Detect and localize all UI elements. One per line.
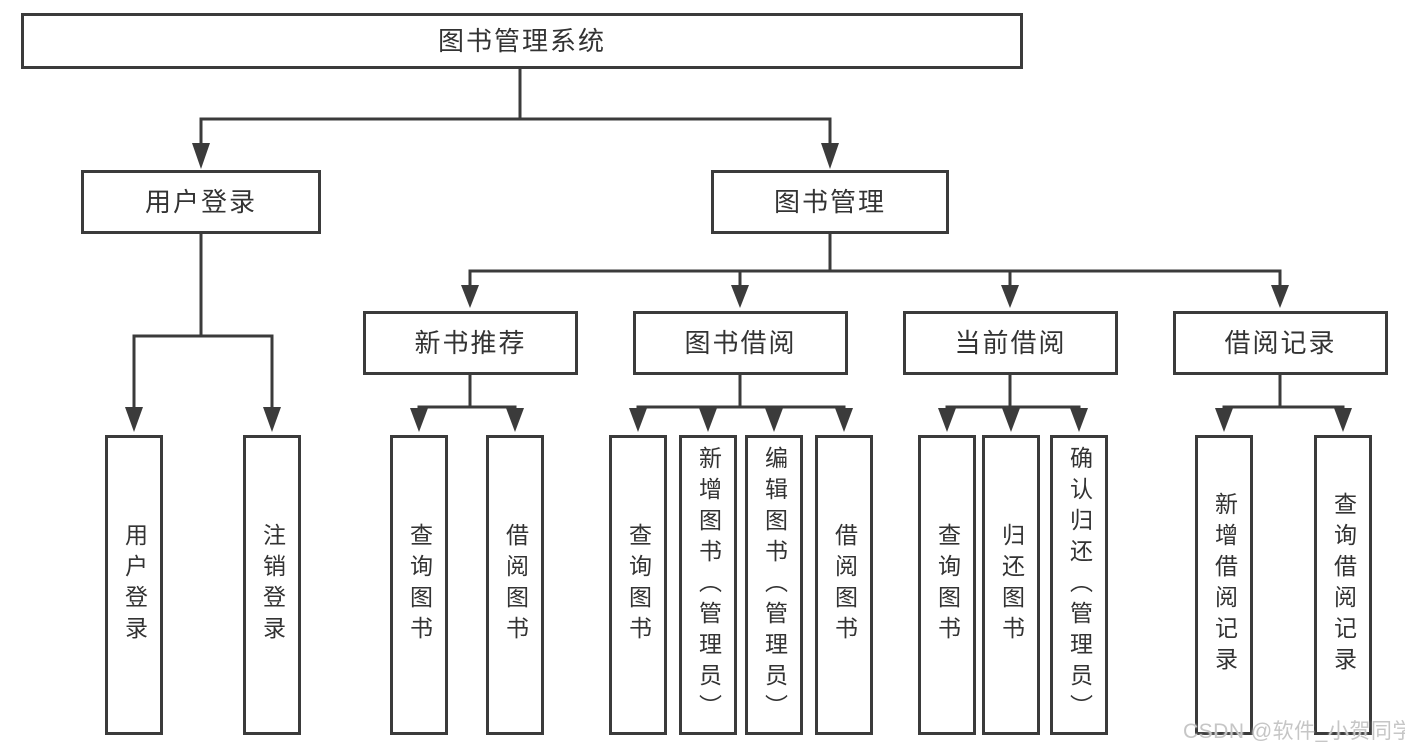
connector-current-borrow-children xyxy=(945,375,1081,411)
connector-book-borrow-children xyxy=(636,375,846,411)
leaf-br-query-record: 查询借阅记录 xyxy=(1314,435,1372,735)
leaf-cb-return-book: 归还图书 xyxy=(982,435,1040,735)
node-borrowing-records: 借阅记录 xyxy=(1173,311,1388,375)
leaf-logout: 注销登录 xyxy=(243,435,301,735)
node-current-borrowing: 当前借阅 xyxy=(903,311,1118,375)
leaf-bb-add-book-admin: 新增图书（管理员） xyxy=(679,435,737,735)
leaf-bb-query-book: 查询图书 xyxy=(609,435,667,735)
leaf-rec-query-book: 查询图书 xyxy=(390,435,448,735)
leaf-bb-edit-book-admin: 编辑图书（管理员） xyxy=(745,435,803,735)
leaf-rec-borrow-book: 借阅图书 xyxy=(486,435,544,735)
connector-new-book-rec-children xyxy=(417,375,517,411)
csdn-watermark: CSDN @软件_小贺同学 xyxy=(1183,720,1405,743)
leaf-user-login: 用户登录 xyxy=(105,435,163,735)
connector-book-mgmt-children xyxy=(468,234,1282,288)
leaf-cb-query-book: 查询图书 xyxy=(918,435,976,735)
connector-borrow-records-children xyxy=(1222,375,1345,411)
node-user-login: 用户登录 xyxy=(81,170,321,234)
leaf-cb-confirm-return-admin: 确认归还（管理员） xyxy=(1050,435,1108,735)
node-new-book-recommend: 新书推荐 xyxy=(363,311,578,375)
arrowheads xyxy=(125,143,1352,432)
connector-user-login-children xyxy=(132,234,274,409)
leaf-br-add-record: 新增借阅记录 xyxy=(1195,435,1253,735)
node-book-management: 图书管理 xyxy=(711,170,949,234)
node-book-borrowing: 图书借阅 xyxy=(633,311,848,375)
connector-root-to-level2 xyxy=(199,69,832,146)
leaf-bb-borrow-book: 借阅图书 xyxy=(815,435,873,735)
node-library-system: 图书管理系统 xyxy=(21,13,1023,69)
